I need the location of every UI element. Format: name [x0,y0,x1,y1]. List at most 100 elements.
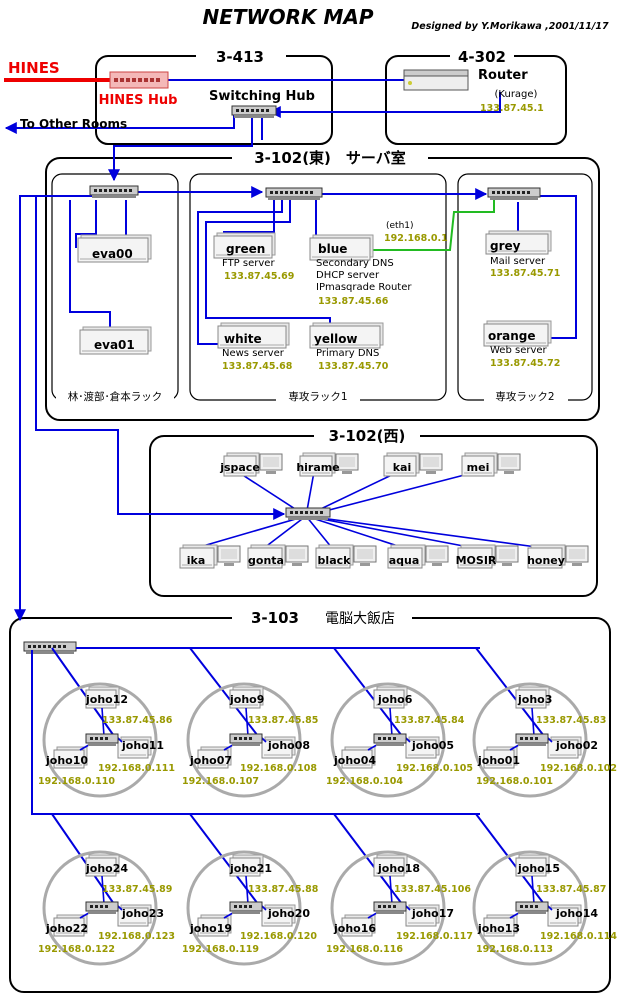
west-bot-monitor-1-glass [289,549,305,559]
cluster-5-hub-base [88,911,116,914]
cluster-5-top-pc [85,854,120,877]
west-bot-monitor-3-stand [432,563,442,566]
west-host-mei: mei [467,461,490,474]
cluster-3-left-ip: 192.168.0.104 [326,776,403,787]
west-bot-monitor-3-glass [429,549,445,559]
cluster-7-hub-port [383,905,386,908]
west-bot-pc-5 [527,544,566,569]
west-bot-monitor-2-glass [357,549,373,559]
cluster-7-left-ip: 192.168.0.116 [326,944,403,955]
cluster-4: joho3 133.87.45.83 joho02 joho01 192.168… [476,693,617,787]
west-top-monitor-0 [259,453,283,474]
room-3-102w-title: 3-102(西) [329,427,406,445]
west-bot-pc-5-body [527,547,563,569]
hines-hub-port [144,78,148,82]
room-3-103-hub-base [26,651,74,654]
west-bot-monitor-5 [565,545,589,566]
west-hub-front-base [288,517,328,520]
cluster-6-left-pc [197,914,232,937]
server-green-ip: 133.87.45.69 [224,271,294,282]
white-box [217,322,290,349]
cluster-6-hub-port [244,905,247,908]
cluster-1-left-pc-body [53,749,85,769]
white-box-body [217,325,287,349]
cluster-1-right-pc [117,736,152,759]
west-host-aqua: aqua [389,554,420,567]
room-3-103-hub-port [53,645,56,648]
west-top-pc-3 [461,452,498,477]
switching-hub-device [231,105,277,118]
cluster-3-left: joho04 [333,754,376,767]
server-eva01-name: eva01 [94,338,135,352]
cluster-7-right: joho17 [411,907,454,920]
cluster-5-top-ip: 133.87.45.89 [102,884,172,895]
cluster-5: joho24 133.87.45.89 joho23 joho22 192.16… [38,862,175,955]
west-top-monitor-2 [419,453,443,474]
west-bot-link-1 [263,515,307,549]
west-hub-front-port [305,511,308,514]
cluster-7: joho18 133.87.45.106 joho17 joho16 192.1… [326,862,473,955]
cluster-6-top-link [245,875,249,905]
server-eva00-name: eva00 [92,247,133,261]
west-top-pc-2-body [383,455,417,477]
cluster-4-left: joho01 [477,754,520,767]
cluster-7-top: joho18 [377,862,420,875]
west-top-monitor-0-stand [266,471,276,474]
west-bot-monitor-1 [285,545,309,566]
other-rooms-link [4,114,235,134]
switching-hub-device-port [251,109,254,112]
cluster-4-right-link [547,737,553,743]
cluster-7-top-ip: 133.87.45.106 [394,884,471,895]
serverroom-hub-3-port [492,191,495,194]
cluster-2-hub [229,733,263,746]
serverroom-hub-3-port [517,191,520,194]
switching-hub-device-port [261,109,264,112]
cluster-8-hub-port [525,905,528,908]
router-body [403,75,469,91]
server-grey: grey Mail server 133.87.45.71 [490,239,560,279]
router-ip: 133.87.45.1 [480,103,544,114]
rack-3-label: 専攻ラック2 [495,390,554,403]
cluster-5-hub-port [90,905,93,908]
cluster-4-top-pc-body [515,689,547,709]
west-host-honey: honey [527,554,565,567]
cluster-1-hub [85,733,119,746]
cluster-1-ring [42,682,158,798]
room-3-103-hub-port [33,645,36,648]
router-device [403,69,469,91]
cluster-8-hub-base [518,911,546,914]
cluster-2-hub-port [234,737,237,740]
serverroom-hub-2-body [265,187,323,198]
west-host-jspace: jspace [219,461,260,474]
cluster-8-top-pc-body [515,857,547,877]
west-bot-monitor-5-glass [569,549,585,559]
room-3-102w-title-bg [314,424,420,446]
serverroom-hub-3-port [497,191,500,194]
switching-hub-device-base [234,115,274,118]
server-white-role: News server [222,348,285,359]
cluster-4-top: joho3 [517,693,552,706]
cluster-2-left-ip: 192.168.0.107 [182,776,259,787]
west-bot-pc-0-body [179,547,215,569]
blue-box-body [309,237,371,261]
cluster-8-right-pc [547,904,582,927]
west-top-monitor-3-glass [501,457,517,467]
room-3-103-subtitle: 電脳大飯店 [325,610,395,627]
cluster-8-left-pc [483,914,518,937]
cluster-3-hub-port [388,737,391,740]
serverroom-hub-3 [487,187,541,200]
cluster-5-right-pc [117,904,152,927]
cluster-6-hub-port [239,905,242,908]
switching-hub-device-port [266,109,269,112]
cluster-8-hub [515,901,549,914]
server-orange-role: Web server [490,345,548,356]
server-blue-ip: 133.87.45.66 [318,296,389,307]
router-led [408,81,412,85]
cluster-7-hub-port [378,905,381,908]
cluster-3-top-link [389,707,393,737]
serverroom-hub-2-port [305,191,308,194]
green-box-body [213,235,273,259]
west-bot-pc-2 [315,544,354,569]
cluster-5-right-ip: 192.168.0.123 [98,931,175,942]
cluster-1-right-link [117,737,123,743]
